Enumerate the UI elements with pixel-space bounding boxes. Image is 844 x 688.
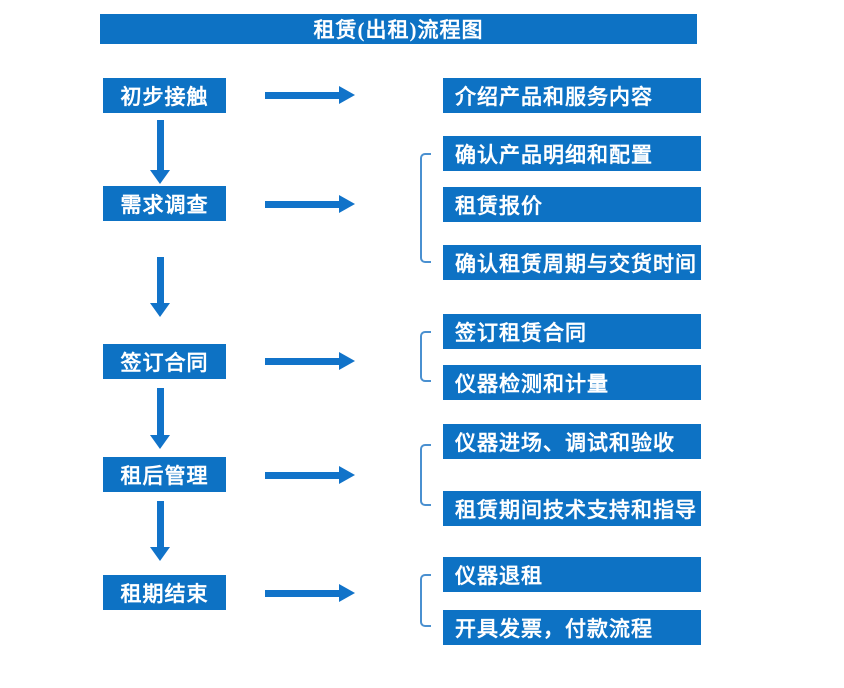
step-box-post-rental-management: 租后管理 xyxy=(103,457,226,492)
arrow-right-4 xyxy=(265,466,355,484)
step-box-demand-survey: 需求调查 xyxy=(103,186,226,221)
detail-box-instrument-inspection: 仪器检测和计量 xyxy=(443,365,701,400)
detail-box-confirm-period-delivery: 确认租赁周期与交货时间 xyxy=(443,245,701,280)
arrow-right-2 xyxy=(265,195,355,213)
detail-box-confirm-product-config: 确认产品明细和配置 xyxy=(443,136,701,171)
arrow-down-1 xyxy=(150,120,170,184)
step-box-initial-contact: 初步接触 xyxy=(103,78,226,113)
detail-box-rental-quote: 租赁报价 xyxy=(443,187,701,222)
bracket-group-rental-end xyxy=(420,574,431,627)
step-box-rental-end: 租期结束 xyxy=(103,575,226,610)
arrow-down-4 xyxy=(150,501,170,561)
detail-box-instrument-return: 仪器退租 xyxy=(443,557,701,592)
detail-box-sign-rental-contract: 签订租赁合同 xyxy=(443,314,701,349)
arrow-right-3 xyxy=(265,352,355,370)
arrow-right-5 xyxy=(265,584,355,602)
detail-box-technical-support: 租赁期间技术支持和指导 xyxy=(443,491,701,526)
arrow-down-2 xyxy=(150,257,170,317)
detail-box-invoice-payment: 开具发票，付款流程 xyxy=(443,610,701,645)
detail-box-introduce-products: 介绍产品和服务内容 xyxy=(443,78,701,113)
detail-box-instrument-setup: 仪器进场、调试和验收 xyxy=(443,424,701,459)
page-title: 租赁(出租)流程图 xyxy=(100,14,697,44)
bracket-group-post-management xyxy=(420,444,431,506)
arrow-right-1 xyxy=(265,86,355,104)
step-box-sign-contract: 签订合同 xyxy=(103,344,226,379)
arrow-down-3 xyxy=(150,388,170,449)
bracket-group-demand-survey xyxy=(420,153,431,263)
bracket-group-sign-contract xyxy=(420,331,431,382)
